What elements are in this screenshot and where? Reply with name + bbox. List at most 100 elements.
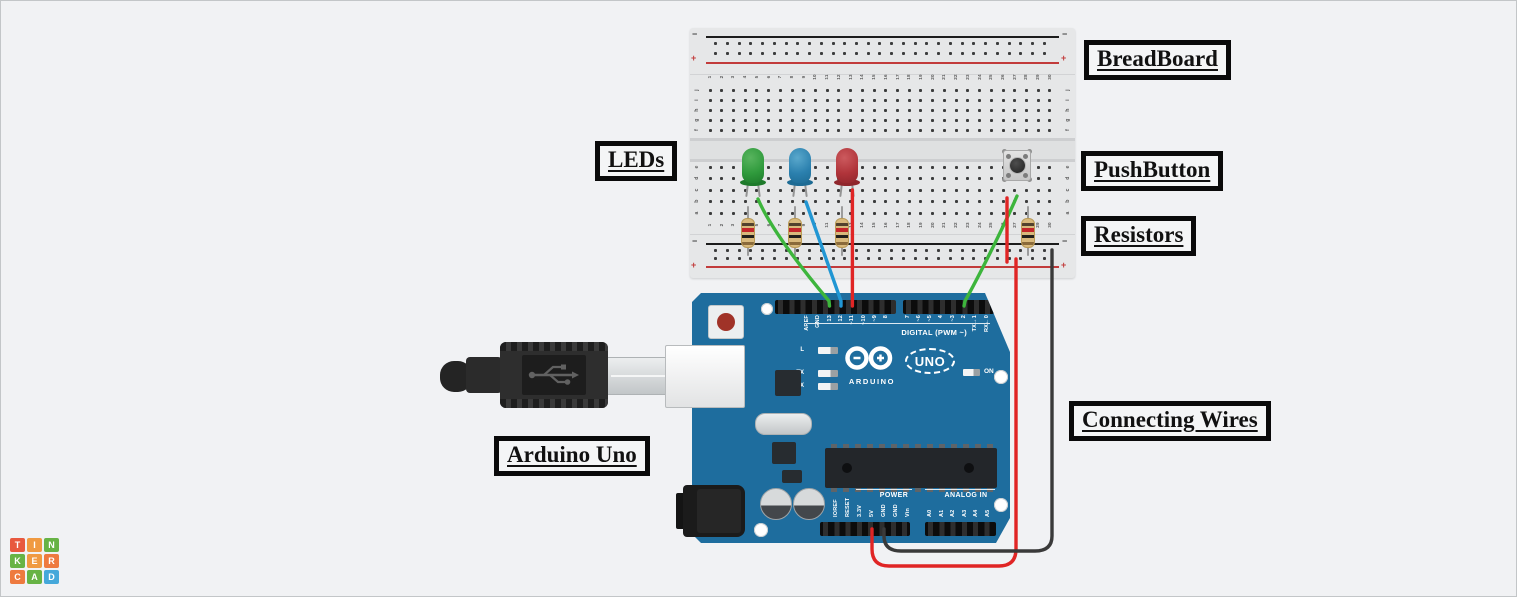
breadboard-hole: [761, 51, 765, 55]
callout-arduino[interactable]: Arduino Uno: [494, 436, 650, 476]
power-header[interactable]: [820, 522, 910, 536]
breadboard-hole: [878, 256, 882, 260]
callout-leds[interactable]: LEDs: [595, 141, 678, 181]
resistor-led2[interactable]: [788, 206, 802, 258]
breadboard-hole: [731, 108, 735, 112]
breadboard-hole: [978, 199, 982, 203]
breadboard-hole: [907, 118, 911, 122]
breadboard-hole: [808, 256, 812, 260]
logo-tile-e: E: [27, 554, 42, 568]
breadboard-hole: [755, 88, 759, 92]
callout-arduino-text: Arduino Uno: [507, 442, 637, 467]
callout-wires[interactable]: Connecting Wires: [1069, 401, 1271, 441]
breadboard-hole: [931, 211, 935, 215]
breadboard-hole: [913, 51, 917, 55]
column-number: 14: [859, 222, 865, 228]
led-red[interactable]: [834, 148, 860, 200]
capacitor: [760, 488, 792, 520]
digital-header-right[interactable]: [903, 300, 994, 314]
breadboard-hole: [942, 199, 946, 203]
breadboard-hole: [978, 118, 982, 122]
breadboard-hole: [1024, 128, 1028, 132]
breadboard-hole: [937, 248, 941, 252]
rail-line: [706, 62, 1059, 64]
logo-tile-n: N: [44, 538, 59, 552]
column-number: 15: [871, 222, 877, 228]
breadboard-hole: [860, 211, 864, 215]
resistor-button[interactable]: [1021, 206, 1035, 258]
column-number: 23: [964, 74, 970, 80]
breadboard-hole: [896, 128, 900, 132]
barrel-jack[interactable]: [683, 485, 745, 537]
breadboard-hole: [854, 256, 858, 260]
column-number: 25: [988, 222, 994, 228]
pushbutton-cap[interactable]: [1008, 156, 1026, 174]
usb-plug-seam: [611, 375, 667, 377]
breadboard-hole: [954, 118, 958, 122]
usb-connector-ribs: [500, 342, 608, 351]
resistor-led3[interactable]: [835, 206, 849, 258]
breadboard-hole: [725, 256, 729, 260]
breadboard-hole: [790, 108, 794, 112]
breadboard-hole: [907, 199, 911, 203]
column-number: 21: [941, 222, 947, 228]
column-number: 30: [1046, 222, 1052, 228]
callout-pushbutton[interactable]: PushButton: [1081, 151, 1224, 191]
breadboard-hole: [772, 256, 776, 260]
power-pin-label: IOREF: [833, 499, 839, 517]
callout-resistors[interactable]: Resistors: [1081, 216, 1197, 256]
analog-header[interactable]: [925, 522, 996, 536]
breadboard-hole: [1024, 88, 1028, 92]
breadboard-hole: [767, 165, 771, 169]
breadboard-hole: [1036, 188, 1040, 192]
barrel-jack-body: [697, 489, 741, 533]
callout-breadboard[interactable]: BreadBoard: [1084, 40, 1231, 80]
breadboard-hole: [995, 41, 999, 45]
breadboard-hole: [937, 51, 941, 55]
column-number: 15: [871, 74, 877, 80]
led-green[interactable]: [740, 148, 766, 200]
led-blue[interactable]: [787, 148, 813, 200]
breadboard-hole: [1048, 176, 1052, 180]
digital-header-left[interactable]: [775, 300, 896, 314]
breadboard-hole: [907, 176, 911, 180]
breadboard-hole: [1001, 98, 1005, 102]
led-leg: [745, 184, 750, 198]
led-tx-indicator: [818, 370, 838, 377]
breadboard-hole: [954, 88, 958, 92]
column-number: 7: [777, 75, 783, 79]
breadboard-hole: [737, 41, 741, 45]
breadboard-hole: [725, 248, 729, 252]
pushbutton[interactable]: [1002, 147, 1032, 184]
breadboard-hole: [1036, 98, 1040, 102]
breadboard-hole: [813, 118, 817, 122]
breadboard-hole: [731, 98, 735, 102]
resistor-band: [1022, 228, 1034, 232]
breadboard-hole: [849, 118, 853, 122]
logo-tile-i: I: [27, 538, 42, 552]
breadboard-hole: [720, 199, 724, 203]
breadboard-hole: [825, 199, 829, 203]
breadboard-hole: [860, 176, 864, 180]
breadboard-hole: [937, 41, 941, 45]
breadboard-hole: [984, 41, 988, 45]
breadboard-hole: [790, 98, 794, 102]
digital-pin-label: 8: [883, 315, 890, 319]
resistor-led1[interactable]: [741, 206, 755, 258]
breadboard-hole: [925, 41, 929, 45]
callout-wires-text: Connecting Wires: [1082, 407, 1258, 432]
breadboard-hole: [1013, 188, 1017, 192]
breadboard-hole: [942, 108, 946, 112]
column-number: 11: [824, 74, 830, 80]
usb-cable-connector[interactable]: [500, 342, 608, 408]
breadboard-hole: [808, 41, 812, 45]
row-letter: c: [694, 188, 700, 192]
breadboard-hole: [767, 108, 771, 112]
reset-button[interactable]: [708, 305, 744, 339]
breadboard-hole: [1001, 108, 1005, 112]
resistor-band: [836, 242, 848, 245]
breadboard-hole: [743, 88, 747, 92]
breadboard-hole: [837, 108, 841, 112]
column-number: 11: [824, 222, 830, 228]
column-number: 10: [812, 74, 818, 80]
